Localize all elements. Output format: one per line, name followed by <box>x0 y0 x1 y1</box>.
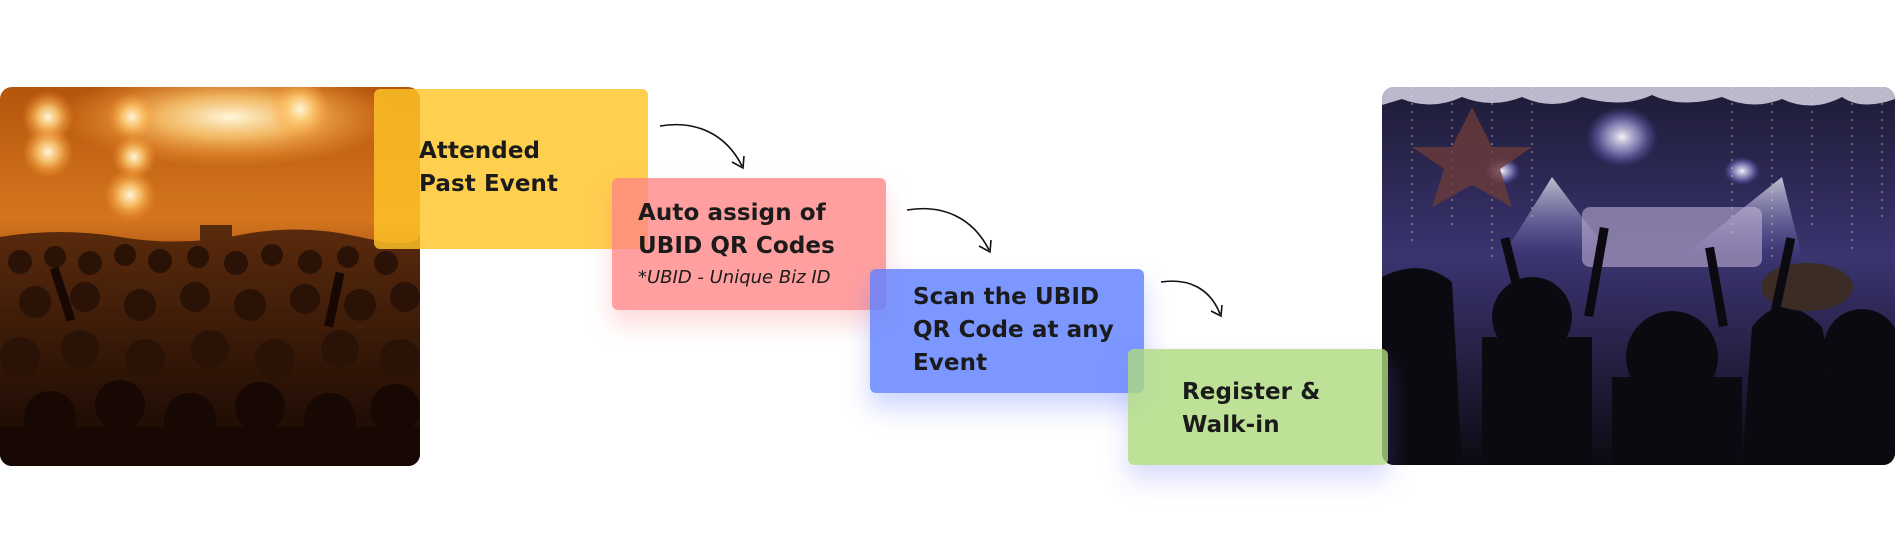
curved-arrow-icon <box>659 123 745 170</box>
step-2-title: Auto assign of UBID QR Codes <box>638 200 835 259</box>
concert-crowd-illustration <box>0 87 420 466</box>
step-1-title: Attended Past Event <box>419 138 559 197</box>
step-register-walk-in: Register & Walk-in <box>1128 349 1388 465</box>
step-scan-qr-code: Scan the UBID QR Code at any Event <box>870 269 1144 393</box>
curved-arrow-icon <box>906 207 992 254</box>
step-3-title: Scan the UBID QR Code at any Event <box>913 284 1114 376</box>
step-4-title: Register & Walk-in <box>1182 379 1321 438</box>
step-auto-assign-qr-codes: Auto assign of UBID QR Codes *UBID - Uni… <box>612 178 886 310</box>
concert-crowd-photo-right <box>1382 87 1895 465</box>
concert-crowd-photo-left <box>0 87 420 466</box>
step-attended-past-event: Attended Past Event <box>374 89 648 249</box>
concert-stage-illustration <box>1382 87 1895 465</box>
step-2-note: *UBID - Unique Biz ID <box>638 267 831 288</box>
curved-arrow-icon <box>1160 280 1223 318</box>
